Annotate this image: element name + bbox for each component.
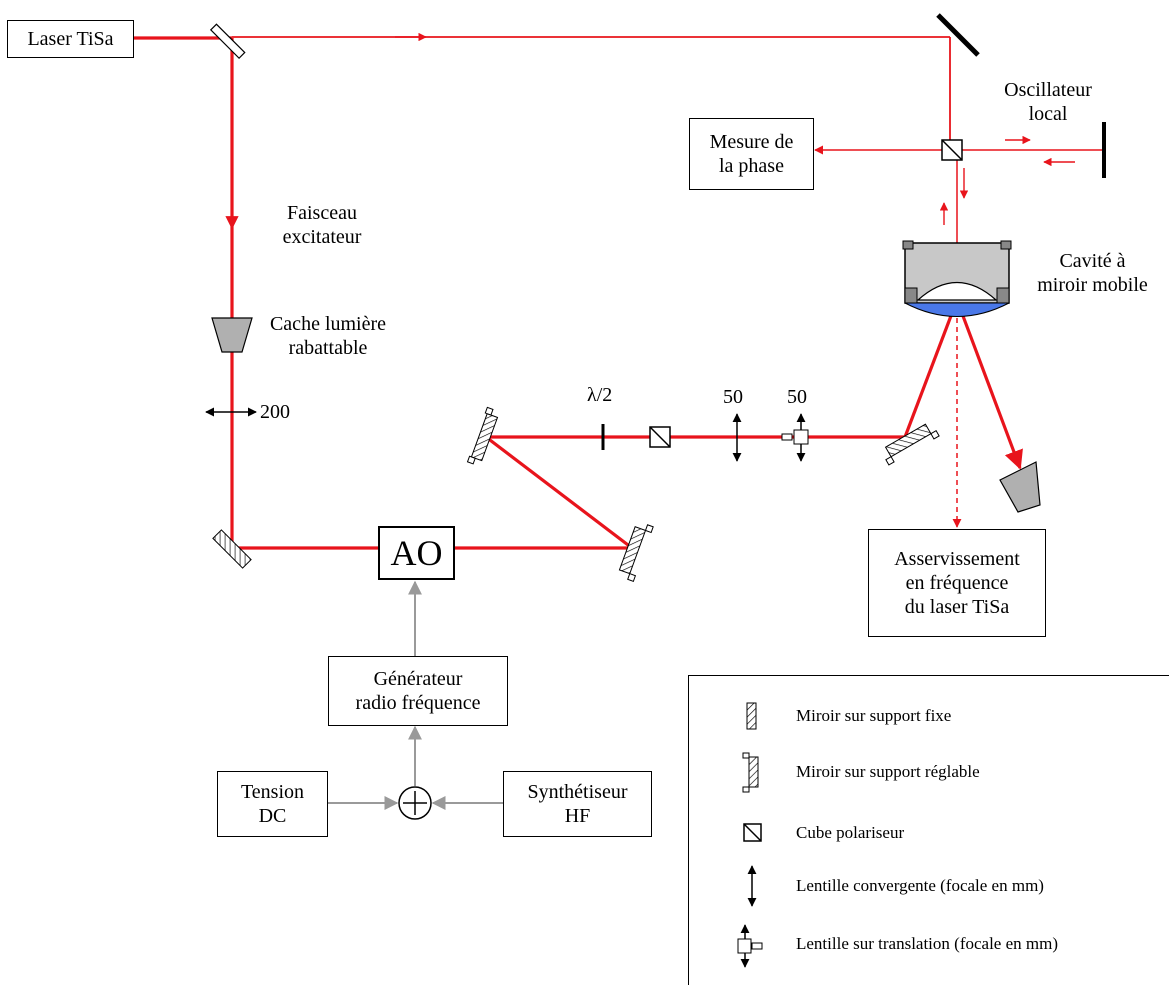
legend-adjustable-mirror-text: Miroir sur support réglable	[796, 762, 980, 781]
beam-splitter	[209, 23, 246, 60]
laser-tisa-label: Laser TiSa	[27, 28, 114, 50]
synth-line2: HF	[564, 805, 591, 827]
ao-box: AO	[378, 526, 455, 580]
legend-symbols	[737, 702, 763, 968]
beam-cavity-out	[955, 299, 1023, 470]
polarizing-cube-beam	[649, 426, 671, 448]
lens-50a-label: 50	[723, 386, 743, 408]
top-right-mirror	[936, 13, 980, 57]
half-wave-label: λ/2	[587, 384, 613, 406]
legend-fixed-mirror-text: Miroir sur support fixe	[796, 706, 952, 725]
legend-translation-lens-text: Lentille sur translation (focale en mm)	[796, 934, 1058, 953]
legend-fixed-mirror-icon	[746, 702, 757, 730]
lens-50b-label: 50	[787, 386, 807, 408]
servo-box: Asservissement en fréquence du laser TiS…	[868, 529, 1046, 637]
synth-line1: Synthétiseur	[527, 781, 628, 803]
adjustable-mirror-left	[466, 406, 499, 465]
dc-voltage-box: Tension DC	[217, 771, 328, 837]
tension-line2: DC	[258, 805, 287, 827]
servo-line3: du laser TiSa	[904, 596, 1010, 618]
electronic-wiring	[328, 580, 503, 810]
generator-line1: Générateur	[373, 668, 463, 690]
beam-to-cavity-in	[903, 299, 959, 438]
beam-dump	[999, 461, 1041, 513]
legend-polarizing-cube-icon	[743, 823, 762, 842]
servo-line1: Asservissement	[894, 548, 1020, 570]
laser-beams	[134, 32, 1102, 550]
legend-translation-lens-icon	[737, 924, 763, 968]
ao-label: AO	[390, 533, 443, 573]
phase-label-line1: Mesure de	[709, 131, 794, 153]
translation-lens-50	[781, 413, 809, 462]
phase-label-line2: la phase	[719, 155, 784, 177]
rf-generator-box: Générateur radio fréquence	[328, 656, 508, 726]
hf-synthesizer-box: Synthétiseur HF	[503, 771, 652, 837]
tension-line1: Tension	[240, 781, 305, 803]
cavity	[902, 240, 1012, 317]
servo-line2: en fréquence	[905, 572, 1009, 594]
legend-polarizing-cube-text: Cube polariseur	[796, 823, 905, 842]
legend	[688, 675, 1169, 985]
phase-measure-box: Mesure de la phase	[689, 118, 814, 190]
legend-converging-lens-text: Lentille convergente (focale en mm)	[796, 876, 1044, 895]
shutter-icon	[211, 317, 253, 353]
adjustable-mirror-right	[884, 423, 940, 466]
summing-junction	[398, 786, 432, 820]
beam-diagonal	[485, 435, 633, 550]
polarizing-cube-top	[941, 139, 963, 161]
laser-tisa-box: Laser TiSa	[7, 20, 134, 58]
fixed-mirror-left	[212, 529, 252, 569]
generator-line2: radio fréquence	[355, 692, 481, 714]
legend-adjustable-mirror-icon	[742, 752, 759, 793]
lens-200-label: 200	[260, 401, 290, 423]
adjustable-mirror-bottom	[618, 524, 654, 582]
